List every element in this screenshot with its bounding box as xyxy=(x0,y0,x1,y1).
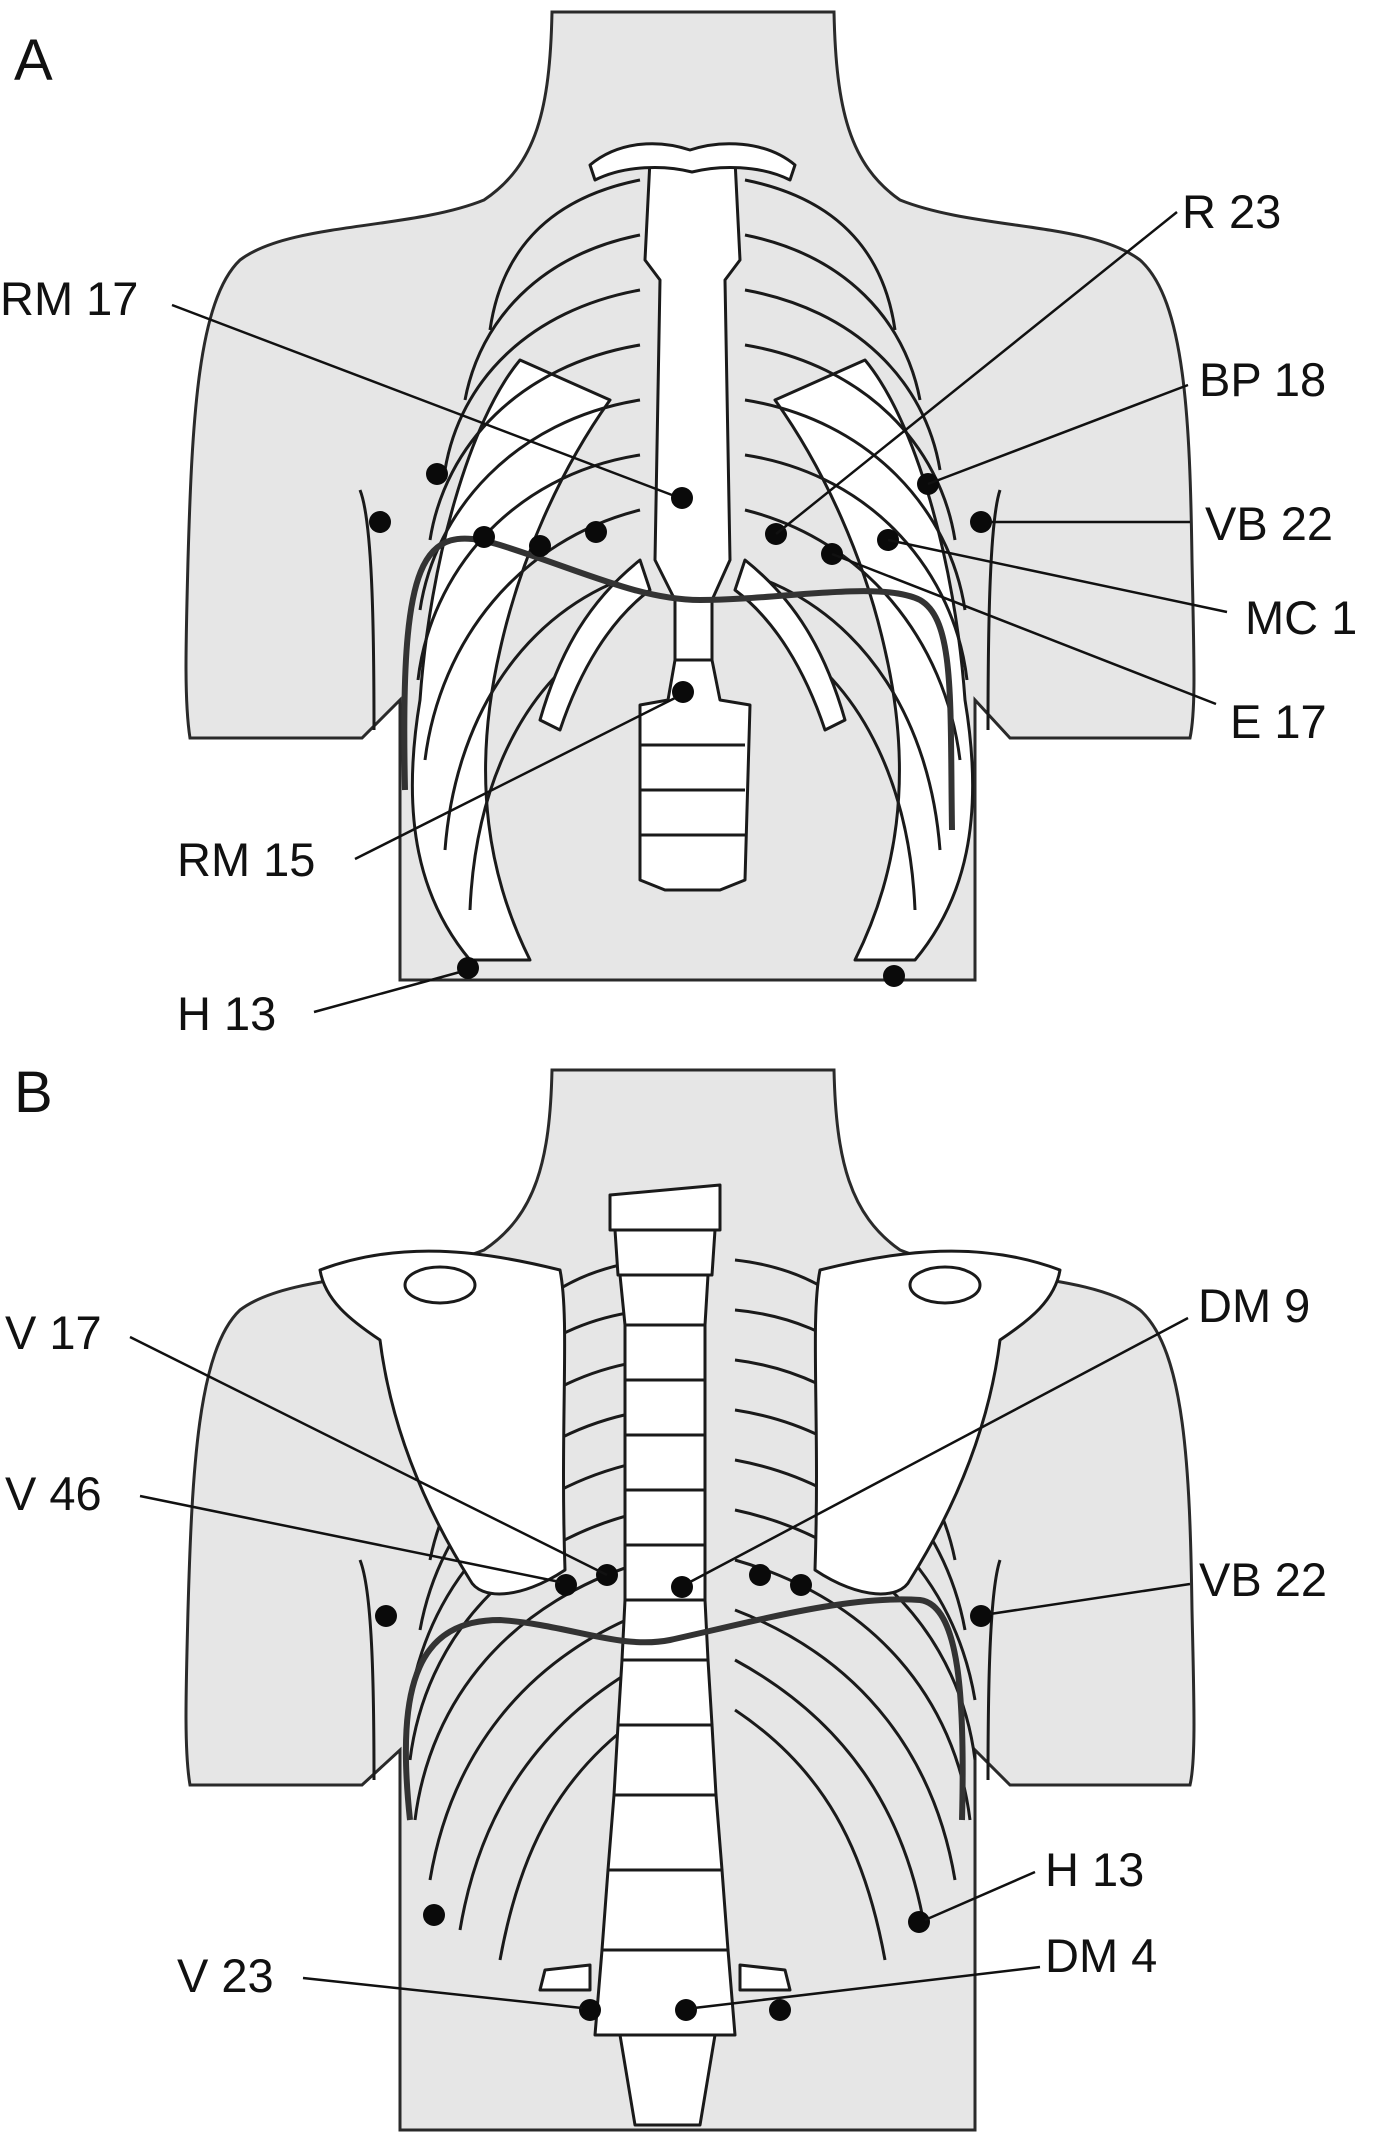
point-bp18-right xyxy=(426,463,448,485)
leader-r23 xyxy=(775,211,1178,535)
spine-back xyxy=(538,1183,792,2127)
label-dm4: DM 4 xyxy=(1045,1929,1157,1982)
label-vb22-b: VB 22 xyxy=(1199,1553,1327,1606)
leader-rm17 xyxy=(171,303,673,497)
point-h13-back-left xyxy=(908,1911,930,1933)
label-v46: V 46 xyxy=(5,1467,102,1520)
point-mc1-right xyxy=(473,526,495,548)
leader-vb22-b xyxy=(989,1582,1191,1616)
point-v17-left xyxy=(749,1564,771,1586)
left-scapula xyxy=(813,1249,1062,1596)
leader-v23 xyxy=(302,1976,583,2010)
label-r23: R 23 xyxy=(1182,185,1281,238)
point-vb22-left xyxy=(970,511,992,533)
label-v23: V 23 xyxy=(177,1949,274,2002)
left-arm-crease-back xyxy=(986,1559,1002,1781)
label-mc1: MC 1 xyxy=(1245,591,1357,644)
panel-b-letter: B xyxy=(14,1060,53,1125)
label-h13-b: H 13 xyxy=(1045,1843,1144,1896)
diaphragm-front xyxy=(401,535,955,831)
point-h13-right xyxy=(457,957,479,979)
label-h13-a: H 13 xyxy=(177,987,276,1040)
leader-dm4 xyxy=(693,1965,1041,2010)
leader-e17 xyxy=(831,552,1217,706)
point-rm17 xyxy=(671,487,693,509)
label-rm17: RM 17 xyxy=(0,272,138,325)
point-vb22-right xyxy=(369,511,391,533)
leader-h13 xyxy=(313,970,461,1014)
leader-rm15 xyxy=(354,696,676,861)
point-rm15 xyxy=(672,681,694,703)
lumbar-vertebrae-front xyxy=(638,658,752,892)
leader-dm9 xyxy=(689,1316,1189,1584)
point-v23-right xyxy=(579,1999,601,2021)
point-v46-right xyxy=(555,1574,577,1596)
panel-b: B xyxy=(5,1060,1327,2132)
clavicles-front xyxy=(588,142,797,182)
panel-a-letter: A xyxy=(14,28,53,93)
point-e17-right xyxy=(529,535,551,557)
label-vb22-a: VB 22 xyxy=(1205,497,1333,550)
label-v17: V 17 xyxy=(5,1306,102,1359)
panel-a: A xyxy=(0,10,1357,1040)
leader-h13-b xyxy=(924,1870,1036,1922)
left-acromion xyxy=(908,1265,982,1305)
right-arm-crease-back xyxy=(358,1559,376,1781)
point-r23-right xyxy=(585,521,607,543)
left-arm-crease xyxy=(986,489,1002,731)
right-acromion xyxy=(403,1265,477,1305)
right-arm-crease xyxy=(358,489,376,731)
point-v23-left xyxy=(769,1999,791,2021)
point-vb22-back-left xyxy=(970,1605,992,1627)
leader-v46 xyxy=(139,1494,561,1584)
label-rm15: RM 15 xyxy=(177,833,315,886)
label-bp18: BP 18 xyxy=(1199,353,1326,406)
point-v46-left xyxy=(790,1574,812,1596)
leader-v17 xyxy=(129,1335,608,1577)
label-e17: E 17 xyxy=(1230,695,1327,748)
point-h13-left xyxy=(883,965,905,987)
point-dm9 xyxy=(671,1576,693,1598)
point-h13-back-right xyxy=(423,1904,445,1926)
label-dm9: DM 9 xyxy=(1198,1279,1310,1332)
costal-cartilage-right xyxy=(538,558,652,732)
costal-cartilage-left xyxy=(733,558,847,732)
right-scapula xyxy=(318,1249,567,1596)
point-vb22-back-right xyxy=(375,1605,397,1627)
leader-mc1 xyxy=(887,538,1228,614)
leader-bp18 xyxy=(927,383,1189,486)
point-dm4 xyxy=(675,1999,697,2021)
diaphragm-back xyxy=(402,1596,966,1821)
